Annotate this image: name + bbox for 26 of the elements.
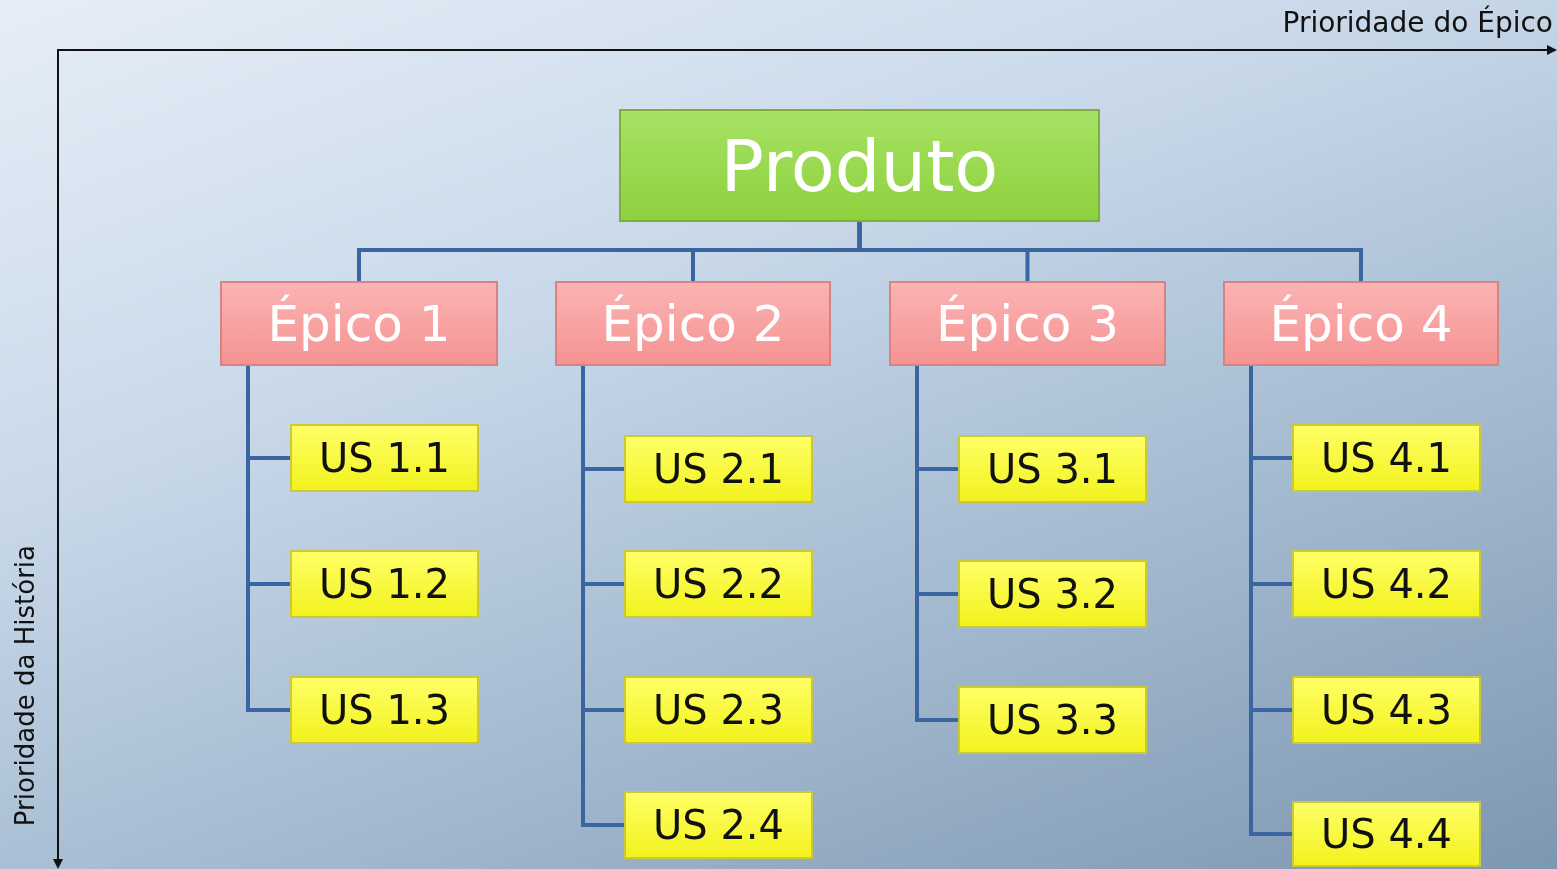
epic-box: Épico 2 (555, 281, 831, 366)
connector-line (246, 366, 290, 712)
connector-line (857, 222, 1363, 281)
user-story-box: US 1.3 (290, 676, 479, 744)
user-story-box: US 3.3 (958, 686, 1147, 754)
connector-line (1249, 366, 1292, 836)
user-story-box: US 4.2 (1292, 550, 1481, 618)
user-story-box: US 4.1 (1292, 424, 1481, 492)
connector-line (581, 366, 624, 827)
user-story-box: US 1.2 (290, 550, 479, 618)
user-story-box: US 1.1 (290, 424, 479, 492)
user-story-box: US 4.4 (1292, 801, 1481, 867)
axis-label: Prioridade da História (10, 545, 40, 827)
user-story-box: US 3.1 (958, 435, 1147, 503)
epic-box: Épico 4 (1223, 281, 1499, 366)
connector-line (915, 366, 958, 722)
user-story-box: US 3.2 (958, 560, 1147, 628)
user-story-box: US 2.2 (624, 550, 813, 618)
user-story-box: US 2.1 (624, 435, 813, 503)
user-story-box: US 2.3 (624, 676, 813, 744)
user-story-box: US 2.4 (624, 791, 813, 859)
user-story-box: US 4.3 (1292, 676, 1481, 744)
axis-label: Prioridade do Épico (1282, 6, 1553, 39)
product-box: Produto (619, 109, 1100, 222)
epic-box: Épico 3 (889, 281, 1166, 366)
epic-box: Épico 1 (220, 281, 498, 366)
